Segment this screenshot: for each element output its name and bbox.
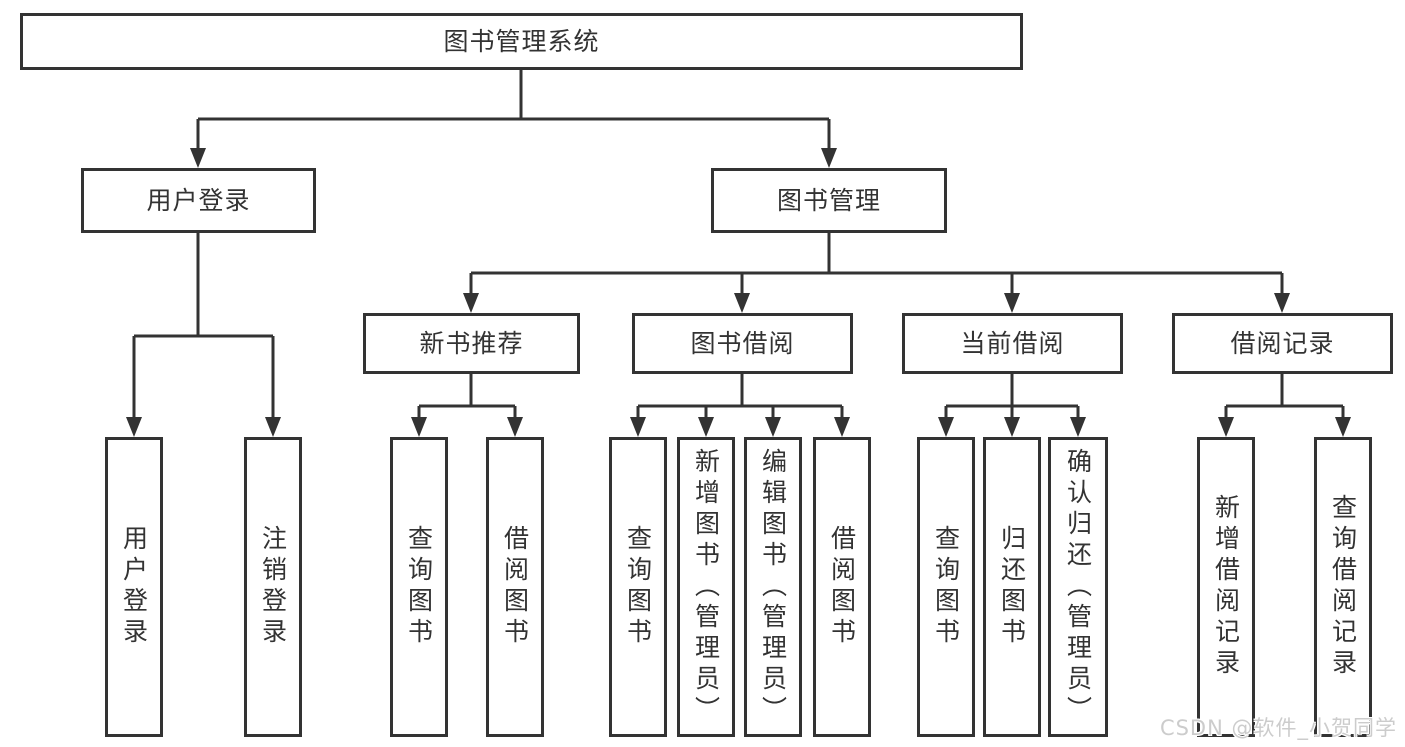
leaf-nbr-query-books-label: 查询图书 xyxy=(404,525,434,649)
leaf-nbr-borrow-books-label: 借阅图书 xyxy=(500,525,530,649)
connector-new-book-rec-to-leaves xyxy=(411,374,523,437)
leaf-cb-confirm-return: 确认归还（管理员） xyxy=(1048,437,1108,737)
node-current-borrow-label: 当前借阅 xyxy=(960,329,1065,358)
leaf-cb-query-books-label: 查询图书 xyxy=(931,525,961,649)
node-book-mgmt: 图书管理 xyxy=(711,168,947,233)
leaf-cb-return-books: 归还图书 xyxy=(983,437,1041,737)
node-book-borrow-label: 图书借阅 xyxy=(690,329,795,358)
node-current-borrow: 当前借阅 xyxy=(902,313,1123,374)
connector-user-login-to-leaves xyxy=(126,233,281,437)
leaf-user-login-label: 用户登录 xyxy=(119,525,149,649)
leaf-bb-add-books-label: 新增图书（管理员） xyxy=(691,447,721,727)
connector-root-to-level2 xyxy=(190,70,837,168)
leaf-user-login: 用户登录 xyxy=(105,437,163,737)
leaf-bb-edit-books: 编辑图书（管理员） xyxy=(744,437,802,737)
node-new-book-rec: 新书推荐 xyxy=(363,313,580,374)
leaf-logout: 注销登录 xyxy=(244,437,302,737)
node-borrow-records: 借阅记录 xyxy=(1172,313,1393,374)
node-root: 图书管理系统 xyxy=(20,13,1023,70)
leaf-bb-borrow-books: 借阅图书 xyxy=(813,437,871,737)
node-book-borrow: 图书借阅 xyxy=(632,313,853,374)
leaf-br-add-record-label: 新增借阅记录 xyxy=(1211,494,1241,680)
node-user-login-label: 用户登录 xyxy=(146,186,251,215)
leaf-cb-return-books-label: 归还图书 xyxy=(997,525,1027,649)
leaf-nbr-borrow-books: 借阅图书 xyxy=(486,437,544,737)
node-root-label: 图书管理系统 xyxy=(443,27,600,56)
csdn-watermark: CSDN @软件_小贺同学 xyxy=(1159,716,1397,740)
connector-current-borrow-to-leaves xyxy=(938,374,1086,437)
leaf-br-add-record: 新增借阅记录 xyxy=(1197,437,1255,737)
leaf-cb-confirm-return-label: 确认归还（管理员） xyxy=(1063,447,1093,727)
leaf-bb-edit-books-label: 编辑图书（管理员） xyxy=(758,447,788,727)
leaf-bb-query-books-label: 查询图书 xyxy=(623,525,653,649)
node-book-mgmt-label: 图书管理 xyxy=(776,186,881,215)
leaf-nbr-query-books: 查询图书 xyxy=(390,437,448,737)
leaf-br-query-record: 查询借阅记录 xyxy=(1314,437,1372,737)
leaf-br-query-record-label: 查询借阅记录 xyxy=(1328,494,1358,680)
connector-book-mgmt-to-level3 xyxy=(463,233,1290,313)
leaf-bb-add-books: 新增图书（管理员） xyxy=(677,437,735,737)
leaf-bb-query-books: 查询图书 xyxy=(609,437,667,737)
node-new-book-rec-label: 新书推荐 xyxy=(419,329,524,358)
node-borrow-records-label: 借阅记录 xyxy=(1230,329,1335,358)
leaf-logout-label: 注销登录 xyxy=(258,525,288,649)
connector-book-borrow-to-leaves xyxy=(630,374,850,437)
leaf-cb-query-books: 查询图书 xyxy=(917,437,975,737)
node-user-login: 用户登录 xyxy=(81,168,316,233)
connector-borrow-records-to-leaves xyxy=(1218,374,1351,437)
leaf-bb-borrow-books-label: 借阅图书 xyxy=(827,525,857,649)
